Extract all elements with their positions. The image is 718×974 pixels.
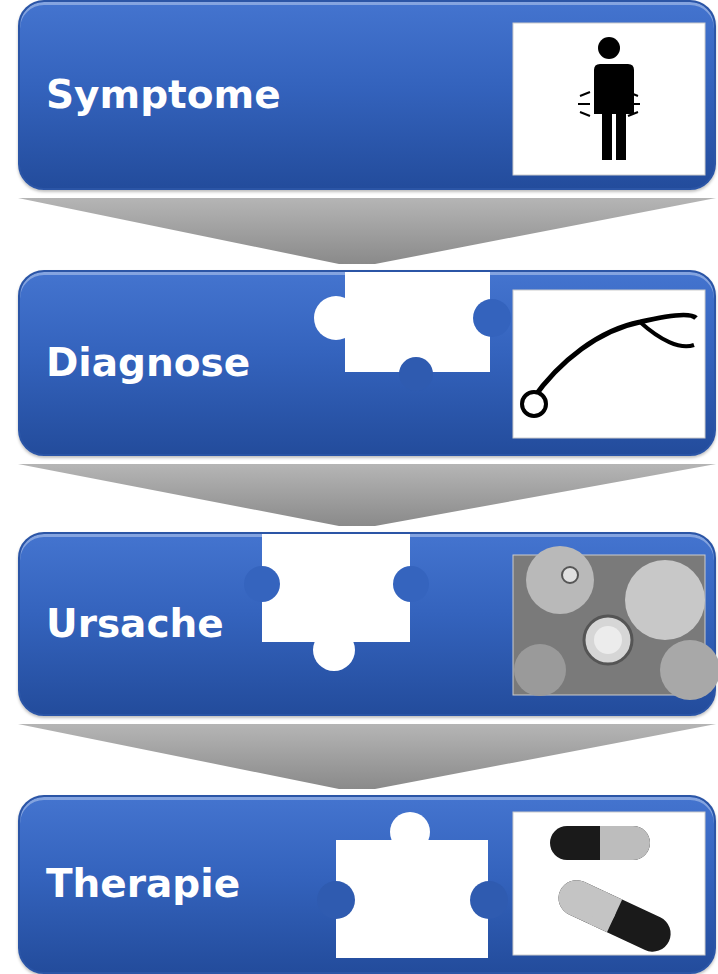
micrograph-image: [513, 546, 718, 700]
process-box: Ursache: [18, 532, 716, 716]
process-box: Symptome: [18, 0, 716, 190]
flow-arrow: [18, 464, 716, 526]
process-box: Diagnose: [18, 270, 716, 456]
puzzle-piece: [244, 534, 429, 671]
stethoscope-icon: [513, 290, 705, 438]
process-box: Therapie: [18, 795, 716, 974]
box-label: Ursache: [46, 603, 224, 646]
puzzle-piece: [314, 272, 511, 391]
flow-arrow: [18, 198, 716, 264]
flow-arrow: [18, 724, 716, 789]
puzzle-piece: [317, 812, 508, 958]
pills-icon: [513, 812, 705, 958]
box-label: Symptome: [46, 74, 281, 117]
box-label: Diagnose: [46, 342, 250, 385]
box-label: Therapie: [46, 863, 240, 906]
person-icon: [513, 23, 705, 175]
